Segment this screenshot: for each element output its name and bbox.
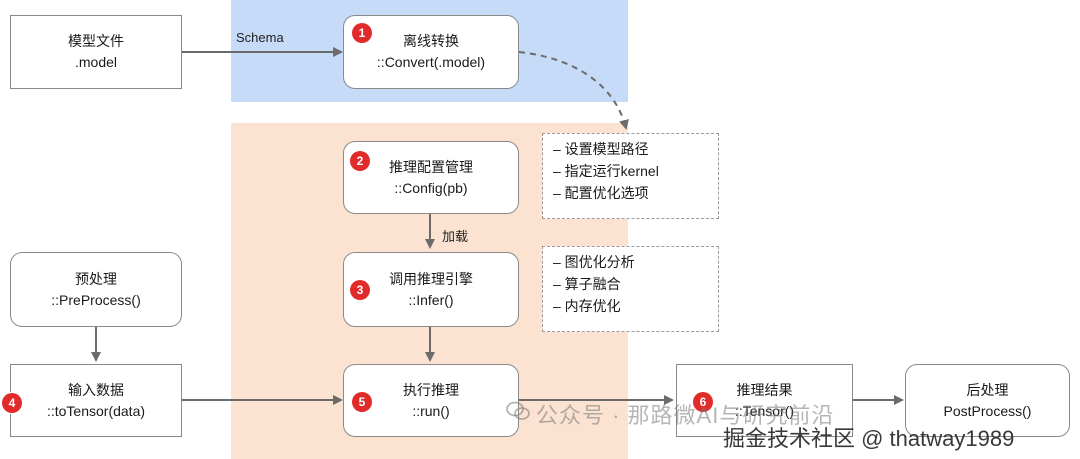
model-file-subtitle: .model bbox=[74, 54, 118, 70]
note-item: – 设置模型路径 bbox=[553, 141, 649, 157]
config-options-note: – 设置模型路径 – 指定运行kernel – 配置优化选项 bbox=[542, 133, 719, 219]
preprocess-box: 预处理 ::PreProcess() bbox=[10, 252, 182, 327]
edge-label-load: 加载 bbox=[442, 229, 469, 244]
convert-box: 离线转换 ::Convert(.model) bbox=[343, 15, 519, 89]
infer-title: 调用推理引擎 bbox=[389, 270, 473, 287]
postprocess-subtitle: PostProcess() bbox=[943, 402, 1032, 419]
run-title: 执行推理 bbox=[403, 381, 459, 398]
step-badge-3: 3 bbox=[350, 280, 370, 300]
note-item: – 内存优化 bbox=[553, 298, 621, 314]
model-file-title: 模型文件 bbox=[68, 33, 124, 49]
edge-label-schema: Schema bbox=[236, 30, 284, 45]
infer-subtitle: ::Infer() bbox=[408, 291, 454, 308]
note-item: – 图优化分析 bbox=[553, 254, 635, 270]
preprocess-subtitle: ::PreProcess() bbox=[51, 291, 141, 308]
note-item: – 算子融合 bbox=[553, 276, 621, 292]
step-badge-5: 5 bbox=[352, 392, 372, 412]
step-badge-1: 1 bbox=[352, 23, 372, 43]
config-title: 推理配置管理 bbox=[389, 158, 473, 175]
juejin-watermark: 掘金技术社区 @ thatway1989 bbox=[723, 426, 1015, 451]
result-subtitle: ::Tensor() bbox=[734, 402, 795, 419]
note-item: – 指定运行kernel bbox=[553, 163, 659, 179]
wechat-icon bbox=[506, 401, 530, 420]
input-data-title: 输入数据 bbox=[68, 381, 124, 398]
run-box: 执行推理 ::run() bbox=[343, 364, 519, 437]
result-title: 推理结果 bbox=[736, 381, 793, 398]
config-subtitle: ::Config(pb) bbox=[394, 179, 468, 196]
step-badge-4: 4 bbox=[2, 393, 22, 413]
edge-convert-to-notes-dashed bbox=[518, 51, 629, 130]
config-box: 推理配置管理 ::Config(pb) bbox=[343, 141, 519, 214]
run-subtitle: ::run() bbox=[412, 402, 450, 419]
infer-box: 调用推理引擎 ::Infer() bbox=[343, 252, 519, 327]
postprocess-title: 后处理 bbox=[966, 381, 1009, 398]
preprocess-title: 预处理 bbox=[75, 270, 117, 287]
input-data-subtitle: ::toTensor(data) bbox=[46, 402, 146, 419]
postprocess-box: 后处理 PostProcess() bbox=[905, 364, 1070, 437]
note-item: – 配置优化选项 bbox=[553, 185, 649, 201]
input-data-box: 输入数据 ::toTensor(data) bbox=[10, 364, 182, 437]
step-badge-6: 6 bbox=[693, 392, 713, 412]
convert-subtitle: ::Convert(.model) bbox=[376, 54, 486, 70]
step-badge-2: 2 bbox=[350, 151, 370, 171]
model-file-box: 模型文件 .model bbox=[10, 15, 182, 89]
wechat-watermark: 公众号 · 那路微AI与研究前沿 bbox=[536, 403, 835, 428]
engine-features-note: – 图优化分析 – 算子融合 – 内存优化 bbox=[542, 246, 719, 332]
convert-title: 离线转换 bbox=[403, 33, 459, 49]
